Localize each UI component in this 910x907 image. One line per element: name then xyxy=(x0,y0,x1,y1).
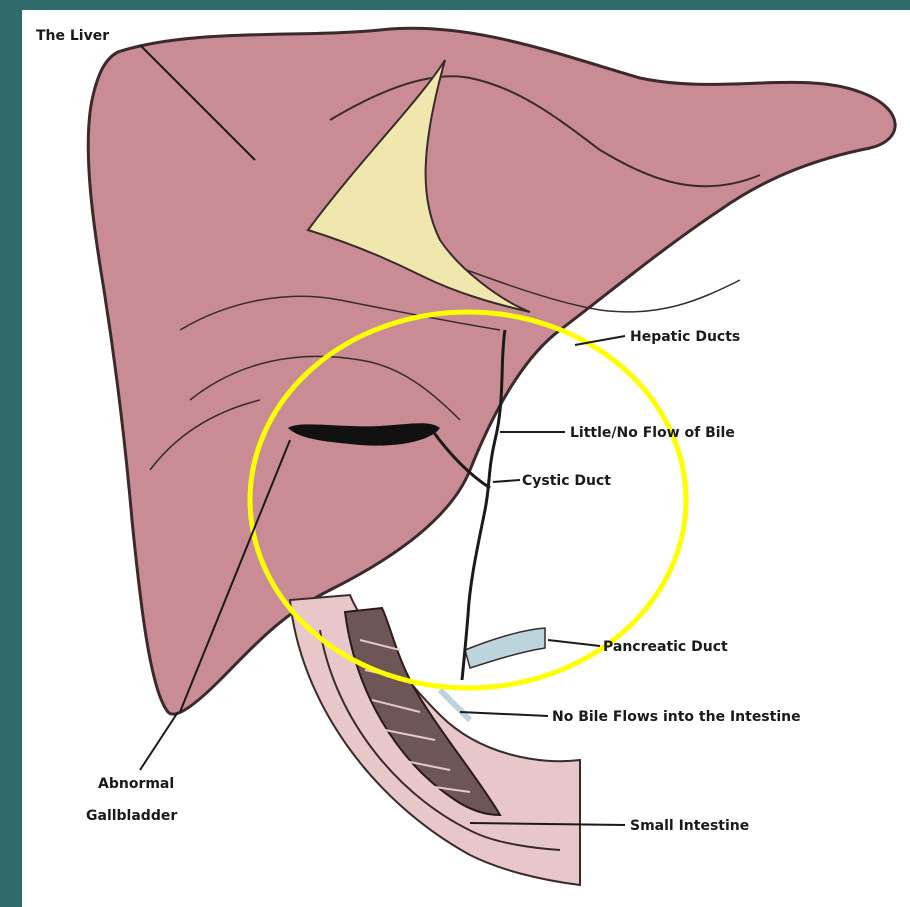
leader-no-bile-flow xyxy=(460,712,548,716)
label-flow-of-bile: Little/No Flow of Bile xyxy=(570,425,735,441)
label-liver: The Liver xyxy=(36,28,109,44)
pancreatic-duct-lower xyxy=(440,690,470,720)
label-cystic-duct: Cystic Duct xyxy=(522,473,611,489)
label-gallbladder-line2: Gallbladder xyxy=(86,808,177,824)
label-hepatic-ducts: Hepatic Ducts xyxy=(630,329,740,345)
leader-pancreatic-duct xyxy=(548,640,600,646)
liver-shape xyxy=(88,28,895,714)
label-small-intestine: Small Intestine xyxy=(630,818,749,834)
leader-cystic-duct xyxy=(493,480,520,482)
pancreatic-duct xyxy=(465,628,545,668)
label-pancreatic-duct: Pancreatic Duct xyxy=(603,639,728,655)
label-no-bile-flow: No Bile Flows into the Intestine xyxy=(552,709,801,725)
label-gallbladder-line1: Abnormal xyxy=(98,776,174,792)
